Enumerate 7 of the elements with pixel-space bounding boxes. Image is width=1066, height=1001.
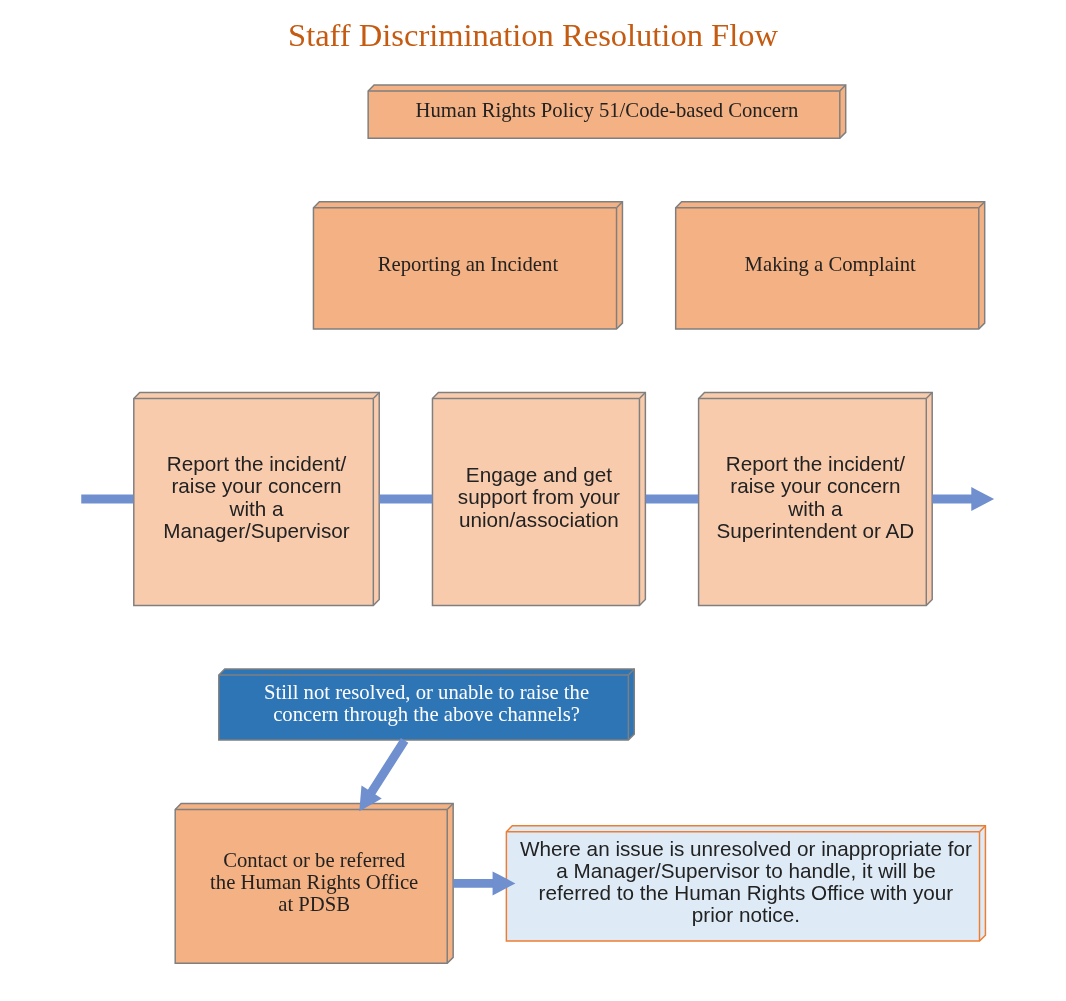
connector — [645, 494, 699, 504]
arrow — [932, 487, 995, 511]
arrow — [359, 737, 409, 812]
arrow — [453, 871, 516, 896]
connector — [81, 494, 134, 504]
connector — [379, 494, 433, 504]
diagram-title: Staff Discrimination Resolution Flow — [288, 17, 778, 53]
